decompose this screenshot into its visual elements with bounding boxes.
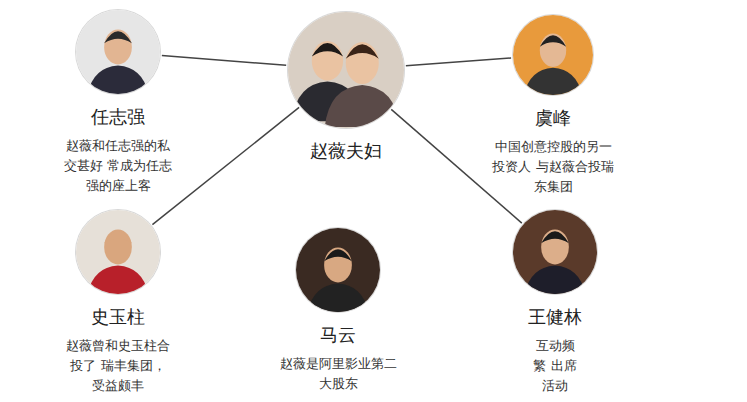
portrait-circle [513,210,597,294]
relation-caption: 赵薇和任志强的私交甚好 常成为任志强的座上客 [60,136,176,196]
portrait-illustration [76,10,160,94]
person-name: 马云 [320,324,356,346]
person-name: 任志强 [91,106,145,128]
portrait-illustration [296,228,380,312]
portrait-circle [513,15,593,95]
portrait-illustration [513,15,593,95]
person-node: 王健林互动频繁 出席活动 [513,210,597,396]
person-node: 虞峰中国创意控股的另一投资人 与赵薇合投瑞东集团 [490,15,616,197]
person-node: 赵薇夫妇 [288,12,404,162]
relation-caption: 互动频繁 出席活动 [532,336,578,396]
person-name: 史玉柱 [91,306,145,328]
portrait-circle [296,228,380,312]
relation-caption: 赵薇是阿里影业第二大股东 [275,354,401,394]
portrait-circle [76,210,160,294]
person-name: 赵薇夫妇 [310,140,382,162]
person-name: 王健林 [528,306,582,328]
relation-line [162,55,286,65]
portrait-circle [76,10,160,94]
relation-line [406,58,511,66]
relation-caption: 中国创意控股的另一投资人 与赵薇合投瑞东集团 [490,137,616,197]
portrait-illustration [76,210,160,294]
relation-caption: 赵薇曾和史玉柱合投了 瑞丰集团，受益颇丰 [65,336,171,396]
person-name: 虞峰 [535,107,571,129]
person-node: 马云赵薇是阿里影业第二大股东 [275,228,401,394]
portrait-illustration [288,12,404,128]
portrait-circle [288,12,404,128]
portrait-illustration [513,210,597,294]
person-node: 任志强赵薇和任志强的私交甚好 常成为任志强的座上客 [60,10,176,196]
relation-line [152,107,299,224]
person-node: 史玉柱赵薇曾和史玉柱合投了 瑞丰集团，受益颇丰 [65,210,171,396]
